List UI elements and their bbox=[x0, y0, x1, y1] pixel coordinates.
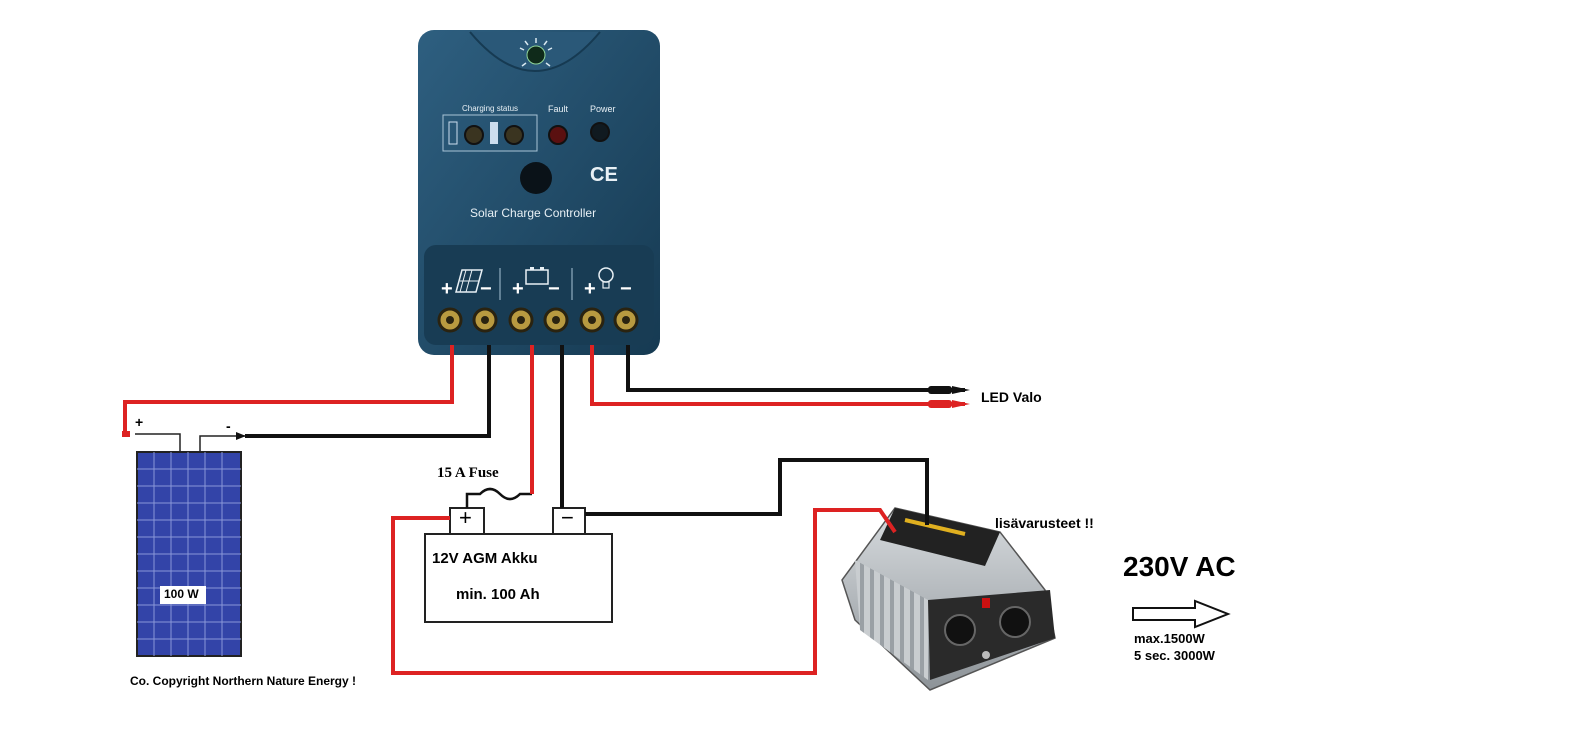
charging-status-label: Charging status bbox=[462, 104, 519, 113]
solar-panel-symbol-icon bbox=[455, 269, 483, 293]
solar-panel-label-bg bbox=[160, 586, 206, 604]
power-label: Power bbox=[590, 104, 616, 114]
load-probe-positive-icon bbox=[928, 400, 970, 408]
solar-panel bbox=[136, 451, 242, 657]
inverter-positive-wire bbox=[391, 508, 897, 675]
fault-led bbox=[548, 125, 568, 145]
pv-plus-sign: + bbox=[441, 278, 453, 300]
battery-name: 12V AGM Akku bbox=[432, 550, 538, 567]
battery-plus-sign: + bbox=[512, 278, 524, 300]
terminal-screw bbox=[613, 307, 639, 333]
battery-positive-post bbox=[449, 507, 485, 535]
load-minus-sign: − bbox=[620, 278, 632, 300]
terminal-screw bbox=[579, 307, 605, 333]
ac-socket-right bbox=[999, 606, 1031, 638]
ce-mark: CE bbox=[590, 164, 618, 186]
panel-negative-connector-icon bbox=[236, 432, 246, 440]
status-led-2 bbox=[504, 125, 524, 145]
fuse-label: 15 A Fuse bbox=[437, 465, 499, 481]
power-inverter bbox=[841, 507, 1056, 691]
battery-plus-sign: + bbox=[459, 505, 472, 530]
battery-status-icon bbox=[448, 121, 498, 145]
panel-negative-wire bbox=[245, 345, 491, 438]
ac-socket-left bbox=[944, 614, 976, 646]
load-negative-wire bbox=[626, 345, 965, 392]
terminal-screw bbox=[472, 307, 498, 333]
battery-minus-sign: − bbox=[561, 505, 574, 530]
panel-plus-label: + bbox=[135, 414, 144, 430]
charging-status-box bbox=[442, 114, 538, 152]
battery-symbol-icon bbox=[525, 267, 549, 285]
load-positive-wire bbox=[590, 345, 965, 406]
accessories-label: lisävarusteet !! bbox=[995, 515, 1094, 531]
sun-led-icon bbox=[519, 38, 553, 67]
terminal-screws bbox=[437, 307, 639, 333]
panel-junction-leads bbox=[135, 433, 245, 452]
panel-positive-wire bbox=[123, 345, 454, 434]
max-power-label: max.1500W bbox=[1134, 631, 1205, 646]
panel-positive-connector bbox=[122, 431, 130, 437]
peak-power-label: 5 sec. 3000W bbox=[1134, 648, 1215, 663]
battery-body bbox=[424, 533, 613, 623]
battery-capacity: min. 100 Ah bbox=[456, 586, 540, 603]
copyright-label: Co. Copyright Northern Nature Energy ! bbox=[130, 674, 357, 688]
panel-minus-label: - bbox=[226, 418, 231, 434]
ac-voltage-label: 230V AC bbox=[1123, 551, 1236, 582]
sensor-hole bbox=[520, 162, 552, 194]
load-label: LED Valo bbox=[981, 389, 1042, 405]
fuse-symbol bbox=[465, 487, 532, 508]
battery-negative-post bbox=[552, 507, 586, 535]
terminal-screw bbox=[508, 307, 534, 333]
pv-minus-sign: − bbox=[480, 278, 492, 300]
load-plus-sign: + bbox=[584, 278, 596, 300]
inverter-side-fins bbox=[855, 560, 928, 680]
wires bbox=[123, 345, 965, 675]
inverter-power-switch bbox=[982, 598, 990, 608]
inverter-negative-wire bbox=[585, 458, 929, 525]
inverter-top-stripe bbox=[904, 518, 966, 536]
power-led bbox=[590, 122, 610, 142]
inverter-terminal bbox=[982, 651, 990, 659]
panel-rating: 100 W bbox=[164, 587, 199, 601]
battery-minus-sign: − bbox=[548, 278, 560, 300]
battery bbox=[424, 507, 613, 623]
terminal-screw bbox=[543, 307, 569, 333]
controller-title: Solar Charge Controller bbox=[470, 206, 597, 220]
status-led-1 bbox=[464, 125, 484, 145]
charge-controller bbox=[418, 30, 660, 355]
lamp-symbol-icon bbox=[598, 267, 614, 289]
fault-label: Fault bbox=[548, 104, 569, 114]
terminal-screw bbox=[437, 307, 463, 333]
load-probe-negative-icon bbox=[928, 386, 970, 394]
ac-output-arrow-icon bbox=[1132, 599, 1231, 629]
